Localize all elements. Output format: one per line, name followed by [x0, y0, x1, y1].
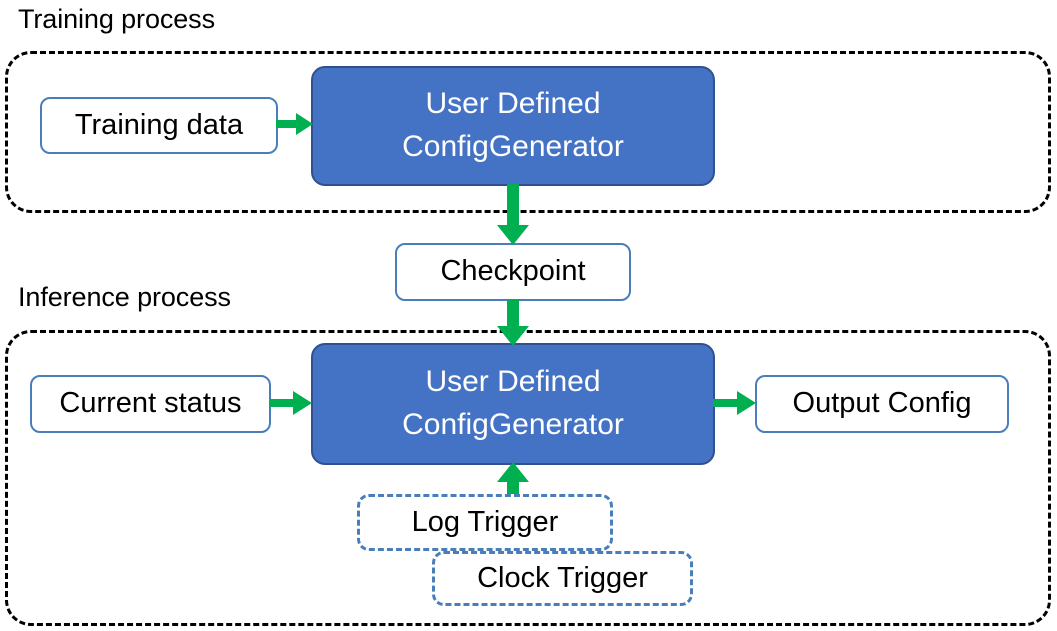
node-clock-trigger[interactable]: Clock Trigger — [432, 551, 693, 606]
node-output-config[interactable]: Output Config — [755, 375, 1009, 433]
arrow-down-icon-generator-to-checkpoint — [496, 184, 530, 246]
inference-process-label: Inference process — [18, 282, 231, 312]
inference-process-container — [5, 330, 1051, 626]
arrow-up-icon-triggers-to-generator — [496, 462, 530, 498]
arrow-right-icon-current-status-to-generator — [269, 388, 313, 418]
node-current-status[interactable]: Current status — [30, 375, 271, 433]
generator-label-line2: ConfigGenerator — [402, 408, 624, 441]
node-training-data[interactable]: Training data — [40, 97, 278, 154]
generator-label-line2: ConfigGenerator — [402, 130, 624, 163]
node-user-defined-configgenerator-training[interactable]: User Defined ConfigGenerator — [311, 66, 715, 186]
generator-label-line1: User Defined — [425, 365, 601, 399]
arrow-down-icon-checkpoint-to-generator — [496, 299, 530, 347]
generator-label-line1: User Defined — [425, 87, 601, 121]
node-log-trigger[interactable]: Log Trigger — [357, 494, 613, 551]
training-process-label: Training process — [18, 4, 215, 34]
arrow-right-icon-training-data-to-generator — [276, 110, 314, 138]
node-checkpoint[interactable]: Checkpoint — [395, 243, 631, 301]
node-user-defined-configgenerator-inference[interactable]: User Defined ConfigGenerator — [311, 343, 715, 465]
training-process-container — [5, 51, 1051, 213]
arrow-right-icon-generator-to-output-config — [713, 388, 757, 418]
